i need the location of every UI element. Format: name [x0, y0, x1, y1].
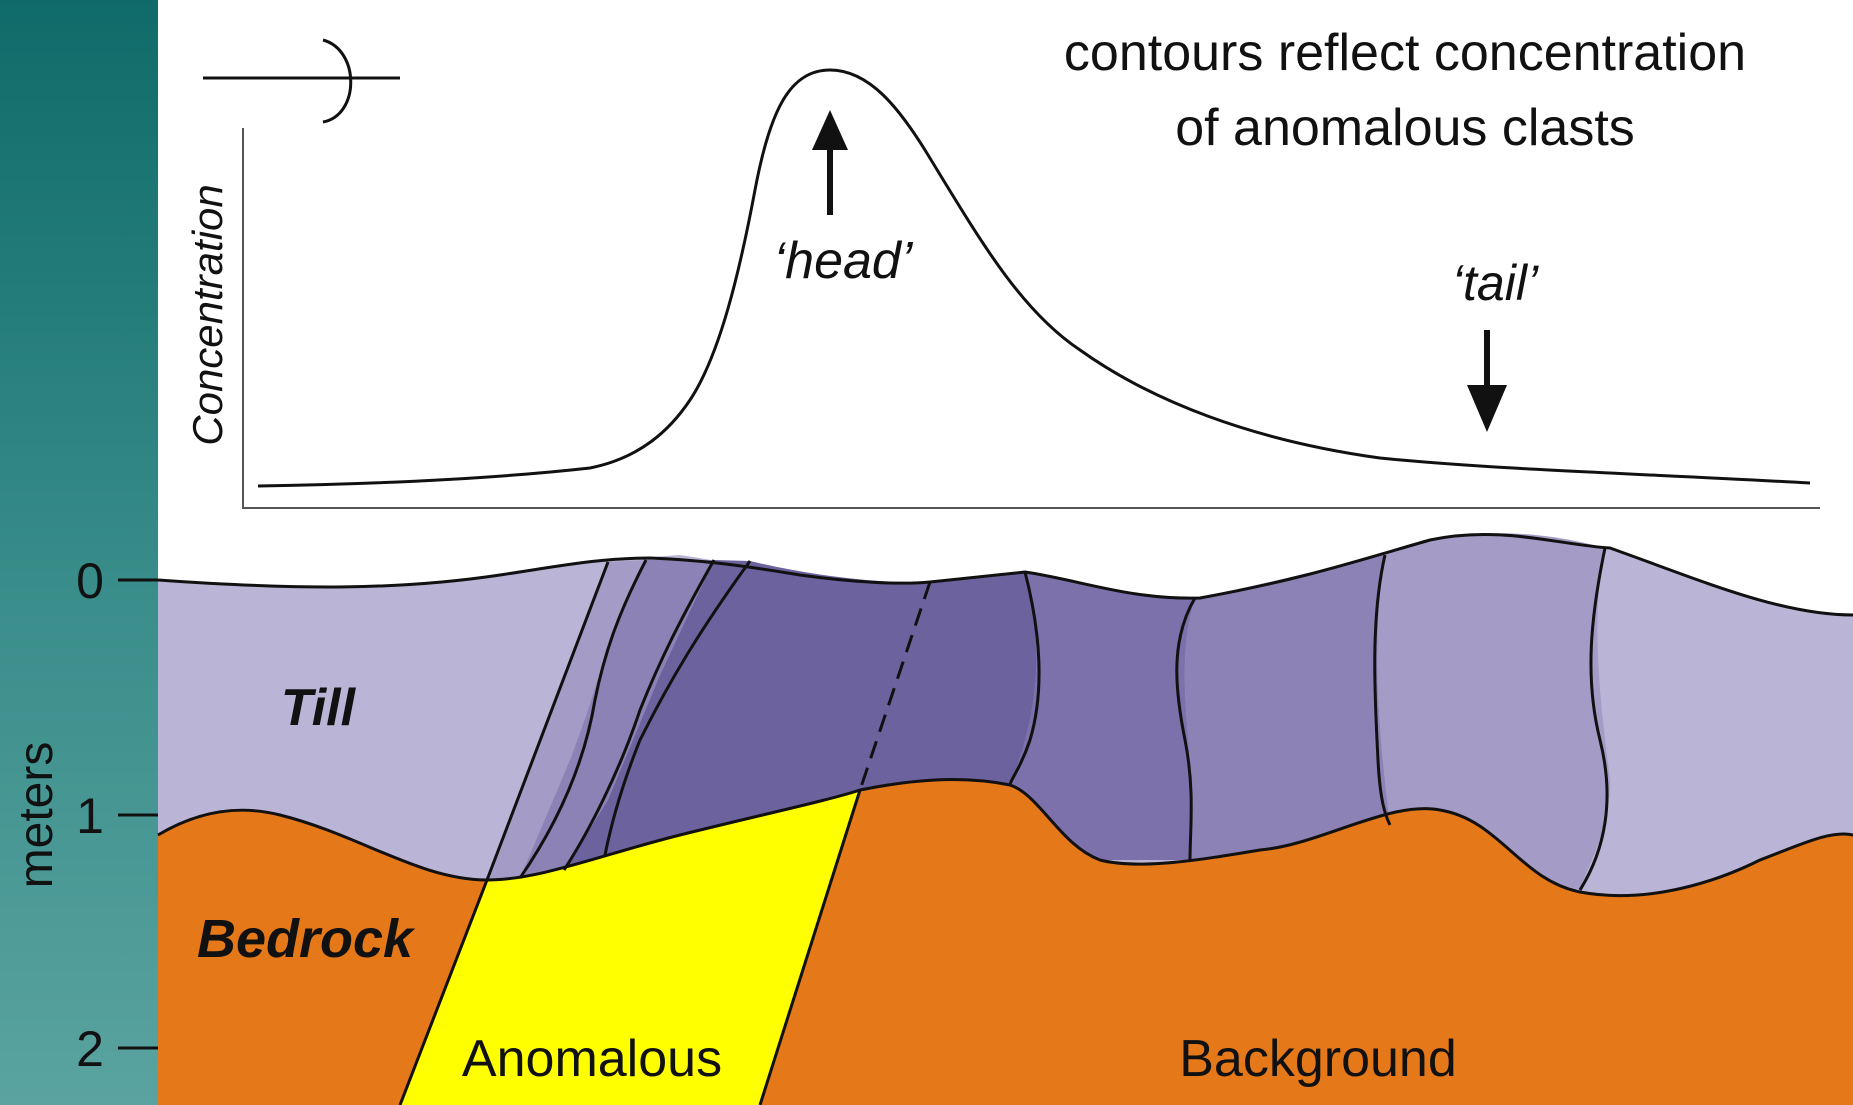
till-label: Till [281, 679, 357, 737]
depth-tick-0: 0 [76, 553, 104, 609]
tail-label: ‘tail’ [1452, 255, 1539, 311]
profile-note-line1: contours reflect concentration [1064, 24, 1746, 82]
depth-axis-label: meters [10, 742, 63, 889]
depth-axis [118, 580, 158, 1048]
depth-tick-1: 1 [76, 788, 104, 844]
bedrock-label: Bedrock [197, 909, 416, 969]
head-label: ‘head’ [774, 232, 914, 290]
till-band-4 [1185, 555, 1390, 860]
profile-note-line2: of anomalous clasts [1175, 99, 1635, 157]
depth-tick-2: 2 [76, 1021, 104, 1077]
concentration-axis-label: Concentration [184, 184, 231, 446]
anomalous-label: Anomalous [462, 1030, 722, 1088]
background-label: Background [1179, 1030, 1457, 1088]
